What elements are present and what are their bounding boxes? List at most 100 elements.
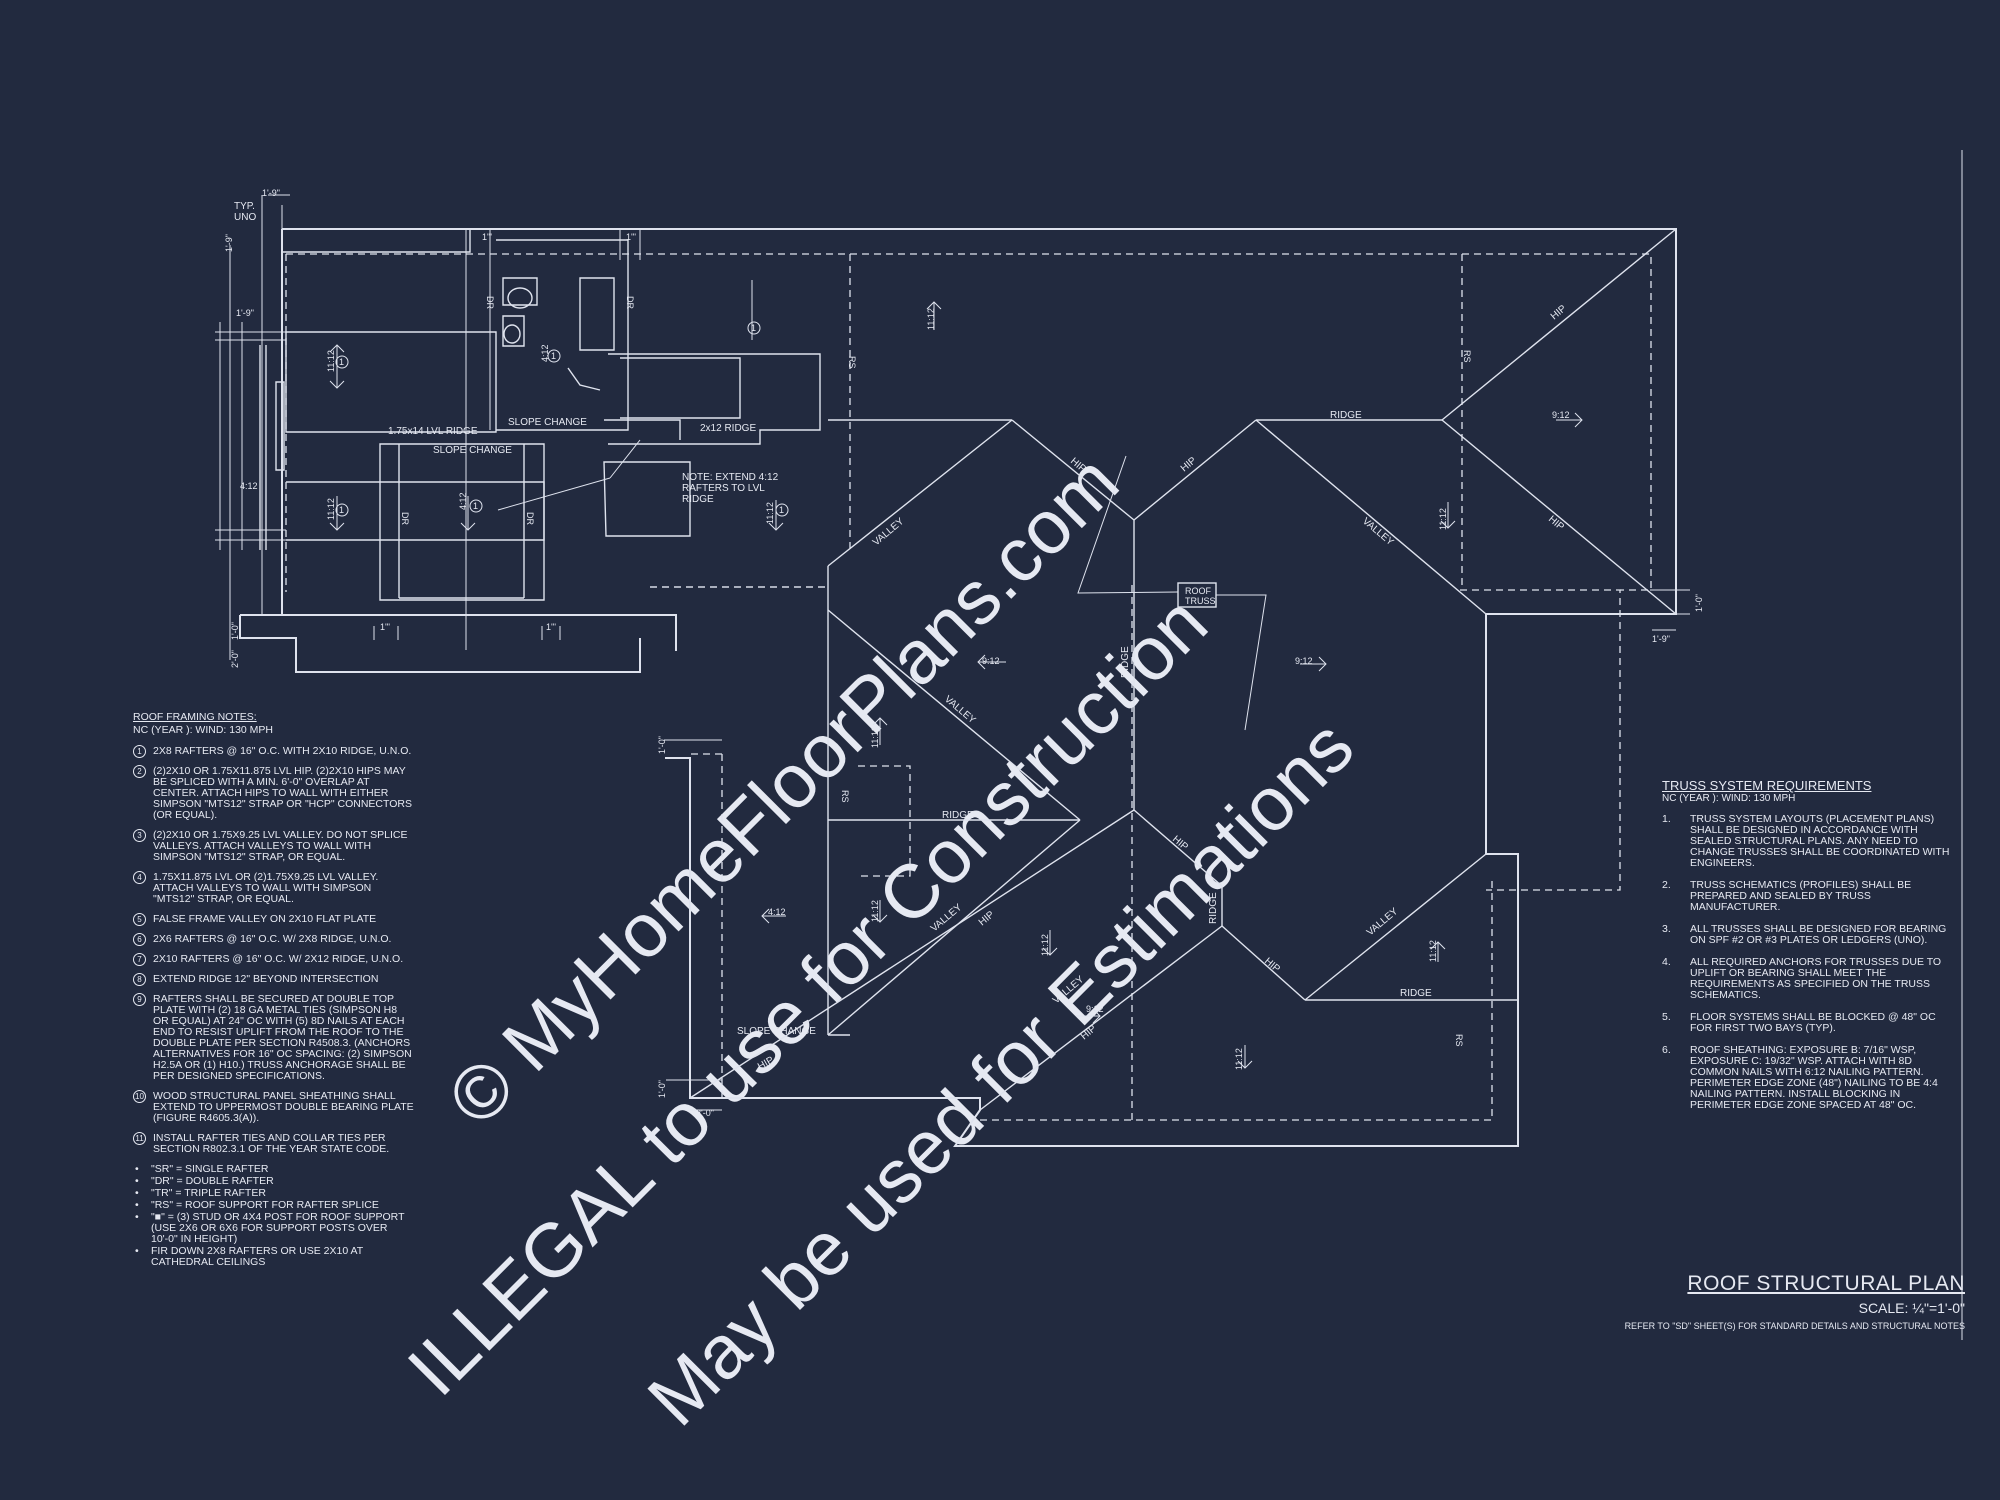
framing-note: 2(2)2x10 OR 1.75x11.875 LVL HIP. (2)2x10… — [133, 765, 415, 821]
callout-1-e: 1 — [751, 323, 756, 333]
label-pitch-11-12-f: 11:12 — [1438, 508, 1448, 530]
note-text: RAFTERS SHALL BE SECURED AT DOUBLE TOP P… — [153, 993, 412, 1082]
label-pitch-4-12-b: 4:12 — [240, 481, 258, 491]
label-slope-change-1: SLOPE CHANGE — [508, 417, 587, 428]
label-valley-1: VALLEY — [871, 516, 907, 548]
label-dim-bottom-left: 1'-0" — [230, 622, 240, 640]
label-rs-4: RS — [1454, 1034, 1464, 1047]
label-dim-2-0-b: 2'-0" — [696, 1108, 714, 1118]
label-pitch-11-12-c: 11:12 — [765, 502, 775, 524]
truss-item: 5. FLOOR SYSTEMS SHALL BE BLOCKED @ 48" O… — [1662, 1012, 1952, 1034]
truss-system-requirements: TRUSS SYSTEM REQUIREMENTS NC (YEAR ): Wi… — [1662, 778, 1952, 1122]
truss-item-number: 1. — [1662, 813, 1671, 825]
label-dim-1-b: 1'" — [626, 232, 636, 242]
legend-item: "SR" = SINGLE RAFTER — [133, 1164, 415, 1176]
note-number-circle: 7 — [133, 953, 146, 966]
note-text: WOOD STRUCTURAL PANEL SHEATHING SHALL EX… — [153, 1090, 414, 1124]
label-typ-uno: TYP.UNO — [234, 201, 256, 223]
callout-1-b: 1 — [339, 505, 344, 515]
label-pitch-4-12-d: 4:12 — [540, 344, 550, 362]
legend-item: FIR DOWN 2x8 RAFTERS OR USE 2x10 AT CATH… — [133, 1246, 415, 1268]
truss-item-text: ALL REQUIRED ANCHORS FOR TRUSSES DUE TO … — [1690, 956, 1942, 1001]
framing-note: 4 1.75x11.875 LVL OR (2)1.75x9.25 LVL VAL… — [133, 871, 415, 905]
label-pitch-11-12-b: 11:12 — [326, 498, 336, 520]
label-pitch-9-12-a: 9:12 — [982, 656, 1000, 666]
legend-item: "RS" = ROOF SUPPORT FOR RAFTER SPLICE — [133, 1200, 415, 1212]
callout-1-d: 1 — [551, 351, 556, 361]
label-hip-7: HIP — [1262, 956, 1282, 975]
note-number-circle: 4 — [133, 871, 146, 884]
label-pitch-11-12-h: 11:12 — [1040, 934, 1050, 956]
truss-item: 3.ALL TRUSSES SHALL BE DESIGNED FOR BEAR… — [1662, 924, 1952, 946]
framing-note: 11 INSTALL RAFTER TIES AND COLLAR TIES PE… — [133, 1132, 415, 1155]
label-ridge-2: RIDGE — [942, 810, 974, 821]
label-dim-1-d: 1'" — [546, 622, 556, 632]
truss-item: 4. ALL REQUIRED ANCHORS FOR TRUSSES DUE T… — [1662, 957, 1952, 1001]
callout-1-c: 1 — [473, 501, 478, 511]
note-number-circle: 10 — [133, 1090, 146, 1103]
label-pitch-11-12-i: 11:12 — [1428, 940, 1438, 962]
label-dr-4: DR — [525, 512, 535, 525]
label-lvl-ridge: 1.75x14 LVL RIDGE — [388, 426, 478, 437]
label-dim-lower-left-2: 1'-0" — [657, 736, 667, 754]
truss-item-text: TRUSS SCHEMATICS (PROFILES) SHALL BE PRE… — [1690, 879, 1912, 913]
note-number-circle: 11 — [133, 1132, 146, 1145]
note-text: 2x10 RAFTERS @ 16" O.C. W/ 2x12 RIDGE, U… — [153, 953, 404, 965]
label-2x12-ridge: 2x12 RIDGE — [700, 423, 756, 434]
roof-lines — [689, 228, 1677, 1111]
truss-heading: TRUSS SYSTEM REQUIREMENTS — [1662, 778, 1872, 793]
label-pitch-4-12-a: 4:12 — [768, 907, 786, 917]
truss-item-number: 2. — [1662, 879, 1671, 891]
truss-item-number: 5. — [1662, 1011, 1671, 1023]
framing-note: 7 2x10 RAFTERS @ 16" O.C. W/ 2x12 RIDGE, … — [133, 953, 415, 966]
label-rs-1: RS — [847, 356, 857, 369]
note-number-circle: 5 — [133, 913, 146, 926]
framing-legend: "SR" = SINGLE RAFTER "DR" = DOUBLE RAFTE… — [133, 1164, 415, 1268]
label-pitch-11-12-a: 11:12 — [326, 350, 336, 372]
roof-framing-notes: ROOF FRAMING NOTES: NC (YEAR ): Wind: 13… — [133, 712, 415, 1269]
truss-item-number: 4. — [1662, 956, 1671, 968]
note-number-circle: 6 — [133, 933, 146, 946]
plan-title: ROOF STRUCTURAL PLAN — [1687, 1272, 1965, 1295]
label-valley-2: VALLEY — [1360, 516, 1396, 548]
label-dim-lower-left: 1'-0" — [657, 1080, 667, 1098]
note-text: (2)2x10 OR 1.75x11.875 LVL HIP. (2)2x10 … — [153, 765, 412, 821]
note-text: (2)2x10 OR 1.75x9.25 LVL VALLEY. DO NOT … — [153, 829, 408, 863]
label-slope-change-2: SLOPE CHANGE — [433, 445, 512, 456]
callout-1-a: 1 — [339, 357, 344, 367]
label-dim-right: 1'-9" — [1652, 634, 1670, 644]
label-pitch-4-12-c: 4:12 — [458, 492, 468, 510]
label-dr-1: DR — [485, 296, 495, 309]
plan-reference-note: REFER TO "SD" SHEET(S) FOR STANDARD DETA… — [1624, 1321, 1965, 1331]
note-text: 2x6 RAFTERS @ 16" O.C. W/ 2x8 RIDGE, U.N… — [153, 933, 392, 945]
label-ridge-3: RIDGE — [1400, 988, 1432, 999]
label-pitch-9-12-b: 9:12 — [1295, 656, 1313, 666]
label-pitch-11-12-e: 11:12 — [870, 726, 880, 748]
note-number-circle: 9 — [133, 993, 146, 1006]
truss-item: 6.ROOF SHEATHING: EXPOSURE B: 7/16" WSP,… — [1662, 1045, 1952, 1111]
label-dim-1-c: 1'" — [380, 622, 390, 632]
note-text: EXTEND RIDGE 12" BEYOND INTERSECTION — [153, 973, 379, 985]
note-text: INSTALL RAFTER TIES AND COLLAR TIES PER … — [153, 1132, 390, 1155]
label-dr-2: DR — [625, 296, 635, 309]
framing-note: 9 RAFTERS SHALL BE SECURED AT DOUBLE TOP … — [133, 993, 415, 1082]
framing-note: 6 2x6 RAFTERS @ 16" O.C. W/ 2x8 RIDGE, U.… — [133, 933, 415, 946]
note-text: 1.75x11.875 LVL OR (2)1.75x9.25 LVL VALL… — [153, 871, 379, 905]
legend-item: "■" = (3) STUD OR 4x4 POST FOR ROOF SUPP… — [133, 1212, 415, 1245]
truss-item-text: FLOOR SYSTEMS SHALL BE BLOCKED @ 48" OC … — [1690, 1011, 1936, 1034]
truss-item-text: ROOF SHEATHING: EXPOSURE B: 7/16" WSP, E… — [1690, 1044, 1938, 1111]
label-slope-change-3: SLOPE CHANGE — [737, 1026, 816, 1037]
roof-truss-callout — [1077, 455, 1267, 731]
framing-notes-list: 12x8 RAFTERS @ 16" O.C. WITH 2x10 RIDGE,… — [133, 745, 415, 1155]
note-text: 2x8 RAFTERS @ 16" O.C. WITH 2x10 RIDGE, … — [153, 745, 412, 757]
label-hip-4: HIP — [1179, 455, 1199, 474]
truss-item-text: ALL TRUSSES SHALL BE DESIGNED FOR BEARIN… — [1690, 923, 1947, 946]
truss-item: 2. TRUSS SCHEMATICS (PROFILES) SHALL BE P… — [1662, 880, 1952, 913]
framing-note: 12x8 RAFTERS @ 16" O.C. WITH 2x10 RIDGE,… — [133, 745, 415, 758]
label-pitch-11-12-g: 11:12 — [870, 900, 880, 922]
label-hip-2: HIP — [1546, 514, 1566, 533]
